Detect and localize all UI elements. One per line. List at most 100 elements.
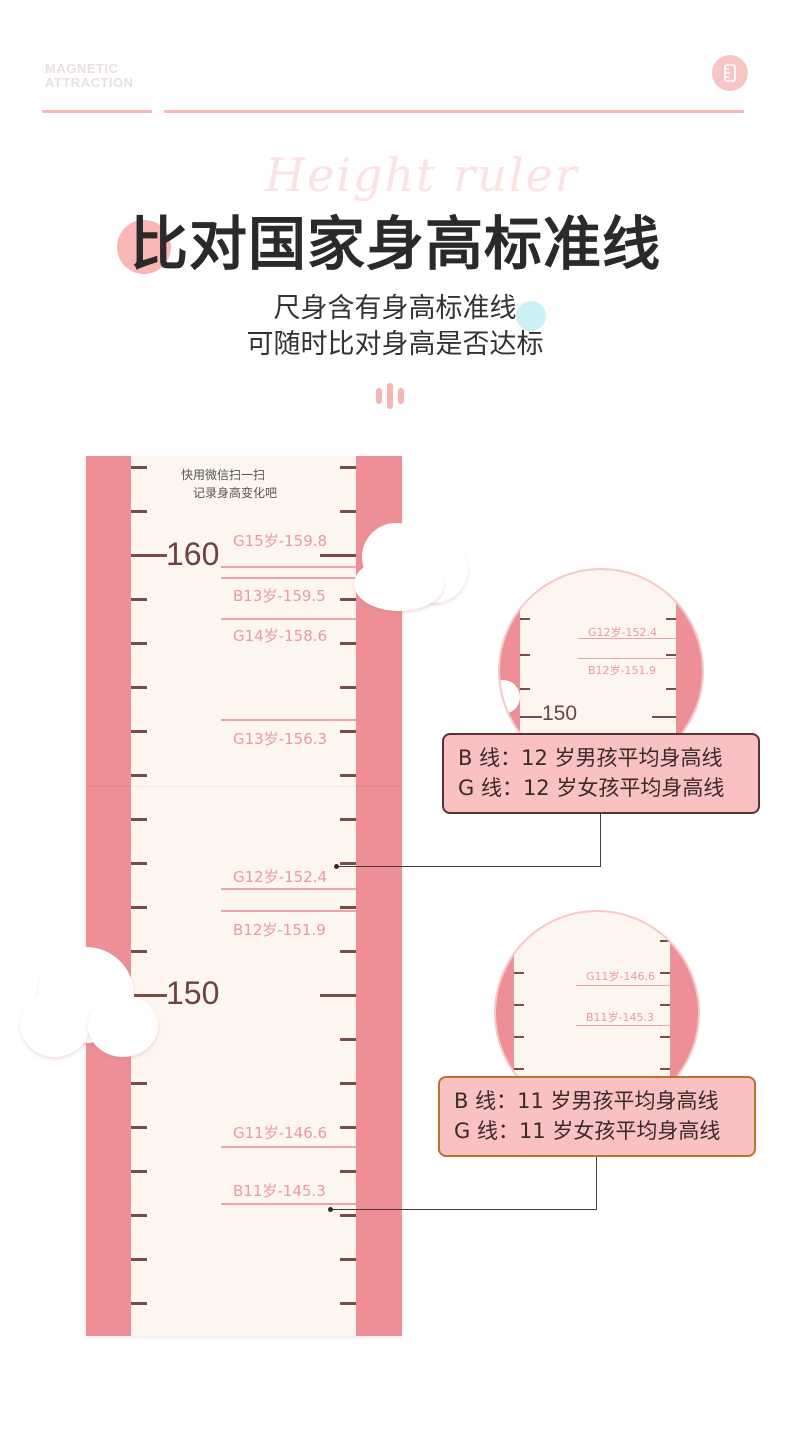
zoom-standard-line <box>576 985 672 986</box>
ruler-tick <box>131 642 147 645</box>
page-title: 比对国家身高标准线 <box>130 210 662 278</box>
ruler-seam <box>86 786 402 787</box>
zoom-number-150: 150 <box>542 702 578 725</box>
ruler-tick <box>131 906 147 909</box>
qr-hint-line-2: 记录身高变化吧 <box>193 486 278 500</box>
zoom-left-band <box>500 570 520 772</box>
title-decor-dot <box>117 220 171 274</box>
zoom-standard-label: B11岁-145.3 <box>586 1011 655 1024</box>
ruler-tick <box>340 950 356 953</box>
height-ruler: 快用微信扫一扫 记录身高变化吧 160 150 G15岁-159.8 B13岁-… <box>86 456 402 1336</box>
ruler-tick <box>340 774 356 777</box>
ruler-tick <box>131 862 147 865</box>
ruler-tick <box>340 1302 356 1305</box>
script-title: Height ruler <box>265 148 579 202</box>
standard-line <box>221 618 356 620</box>
ruler-tick <box>340 686 356 689</box>
legend-b-line: B 线：11 岁男孩平均身高线 <box>454 1089 719 1113</box>
ruler-tick <box>131 1082 147 1085</box>
header-divider-short <box>42 110 152 113</box>
connector-line <box>596 1157 597 1210</box>
qr-hint-line-1: 快用微信扫一扫 <box>181 468 266 482</box>
ruler-tick <box>340 1082 356 1085</box>
ruler-tick <box>131 686 147 689</box>
legend-box-11-years: B 线：11 岁男孩平均身高线 G 线：11 岁女孩平均身高线 <box>438 1076 756 1157</box>
ruler-tick <box>340 510 356 513</box>
zoom-major-tick <box>520 716 542 718</box>
legend-g-line: G 线：12 岁女孩平均身高线 <box>458 776 725 800</box>
zoom-tick <box>520 618 530 620</box>
connector-line <box>600 814 601 867</box>
standard-label: G11岁-146.6 <box>233 1124 328 1142</box>
ruler-tick <box>340 730 356 733</box>
ruler-badge-icon <box>712 55 748 91</box>
ruler-number-150: 150 <box>166 975 220 1011</box>
brand-logo-text: MAGNETIC ATTRACTION <box>45 62 134 90</box>
ruler-tick <box>340 466 356 469</box>
zoom-major-tick <box>652 716 676 718</box>
ruler-number-160: 160 <box>166 536 220 572</box>
ruler-tick <box>131 818 147 821</box>
subtitle-line-2: 可随时比对身高是否达标 <box>246 329 544 360</box>
zoom-standard-label: G12岁-152.4 <box>588 626 657 639</box>
subtitle-decor-dot <box>516 301 546 331</box>
standard-label: G12岁-152.4 <box>233 868 328 886</box>
ruler-tick <box>131 466 147 469</box>
ruler-tick <box>131 1302 147 1305</box>
cloud-decor <box>352 505 470 615</box>
ruler-tick <box>340 1126 356 1129</box>
ruler-tick <box>131 1214 147 1217</box>
ruler-major-tick <box>320 994 356 997</box>
cloud-decor <box>500 680 526 720</box>
connector-line <box>338 866 601 867</box>
legend-box-12-years: B 线：12 岁男孩平均身高线 G 线：12 岁女孩平均身高线 <box>442 733 760 814</box>
standard-label: B11岁-145.3 <box>233 1182 326 1200</box>
standard-label: B13岁-159.5 <box>233 587 326 605</box>
zoom-tick <box>660 1004 670 1006</box>
ruler-major-tick <box>320 554 356 557</box>
header-divider-long <box>164 110 744 113</box>
ruler-tick <box>131 1126 147 1129</box>
ruler-major-tick <box>131 994 167 997</box>
zoom-standard-line <box>578 638 678 639</box>
ruler-tick <box>340 642 356 645</box>
zoom-tick <box>514 1068 524 1070</box>
section-divider-pills <box>376 383 404 409</box>
zoom-standard-line <box>576 1025 672 1026</box>
zoom-tick <box>520 688 530 690</box>
legend-g-line: G 线：11 岁女孩平均身高线 <box>454 1119 721 1143</box>
standard-line <box>221 566 356 568</box>
zoom-tick <box>666 654 676 656</box>
zoom-tick <box>514 1004 524 1006</box>
ruler-tick <box>340 1038 356 1041</box>
standard-label: G15岁-159.8 <box>233 532 328 550</box>
standard-label: B12岁-151.9 <box>233 921 326 939</box>
ruler-tick <box>340 1258 356 1261</box>
ruler-face <box>131 456 356 1336</box>
zoom-left-band <box>496 912 514 1114</box>
ruler-tick <box>340 906 356 909</box>
ruler-major-tick <box>131 554 167 557</box>
connector-dot <box>334 864 339 869</box>
zoom-tick <box>666 688 676 690</box>
zoom-tick <box>514 940 524 942</box>
ruler-tick <box>131 1170 147 1173</box>
ruler-tick <box>340 1170 356 1173</box>
zoom-tick <box>660 1036 670 1038</box>
brand-line-2: ATTRACTION <box>45 75 134 90</box>
connector-dot <box>328 1207 333 1212</box>
ruler-tick <box>131 1258 147 1261</box>
legend-b-line: B 线：12 岁男孩平均身高线 <box>458 746 723 770</box>
ruler-tick <box>131 774 147 777</box>
standard-line <box>221 888 356 890</box>
ruler-left-band <box>86 456 131 1336</box>
standard-line <box>221 910 356 912</box>
cloud-decor <box>18 945 160 1063</box>
standard-line <box>221 719 356 721</box>
zoom-tick <box>660 940 670 942</box>
zoom-tick <box>666 618 676 620</box>
zoom-tick <box>520 654 530 656</box>
ruler-tick <box>340 862 356 865</box>
zoom-standard-line <box>578 658 678 659</box>
zoom-tick <box>660 972 670 974</box>
